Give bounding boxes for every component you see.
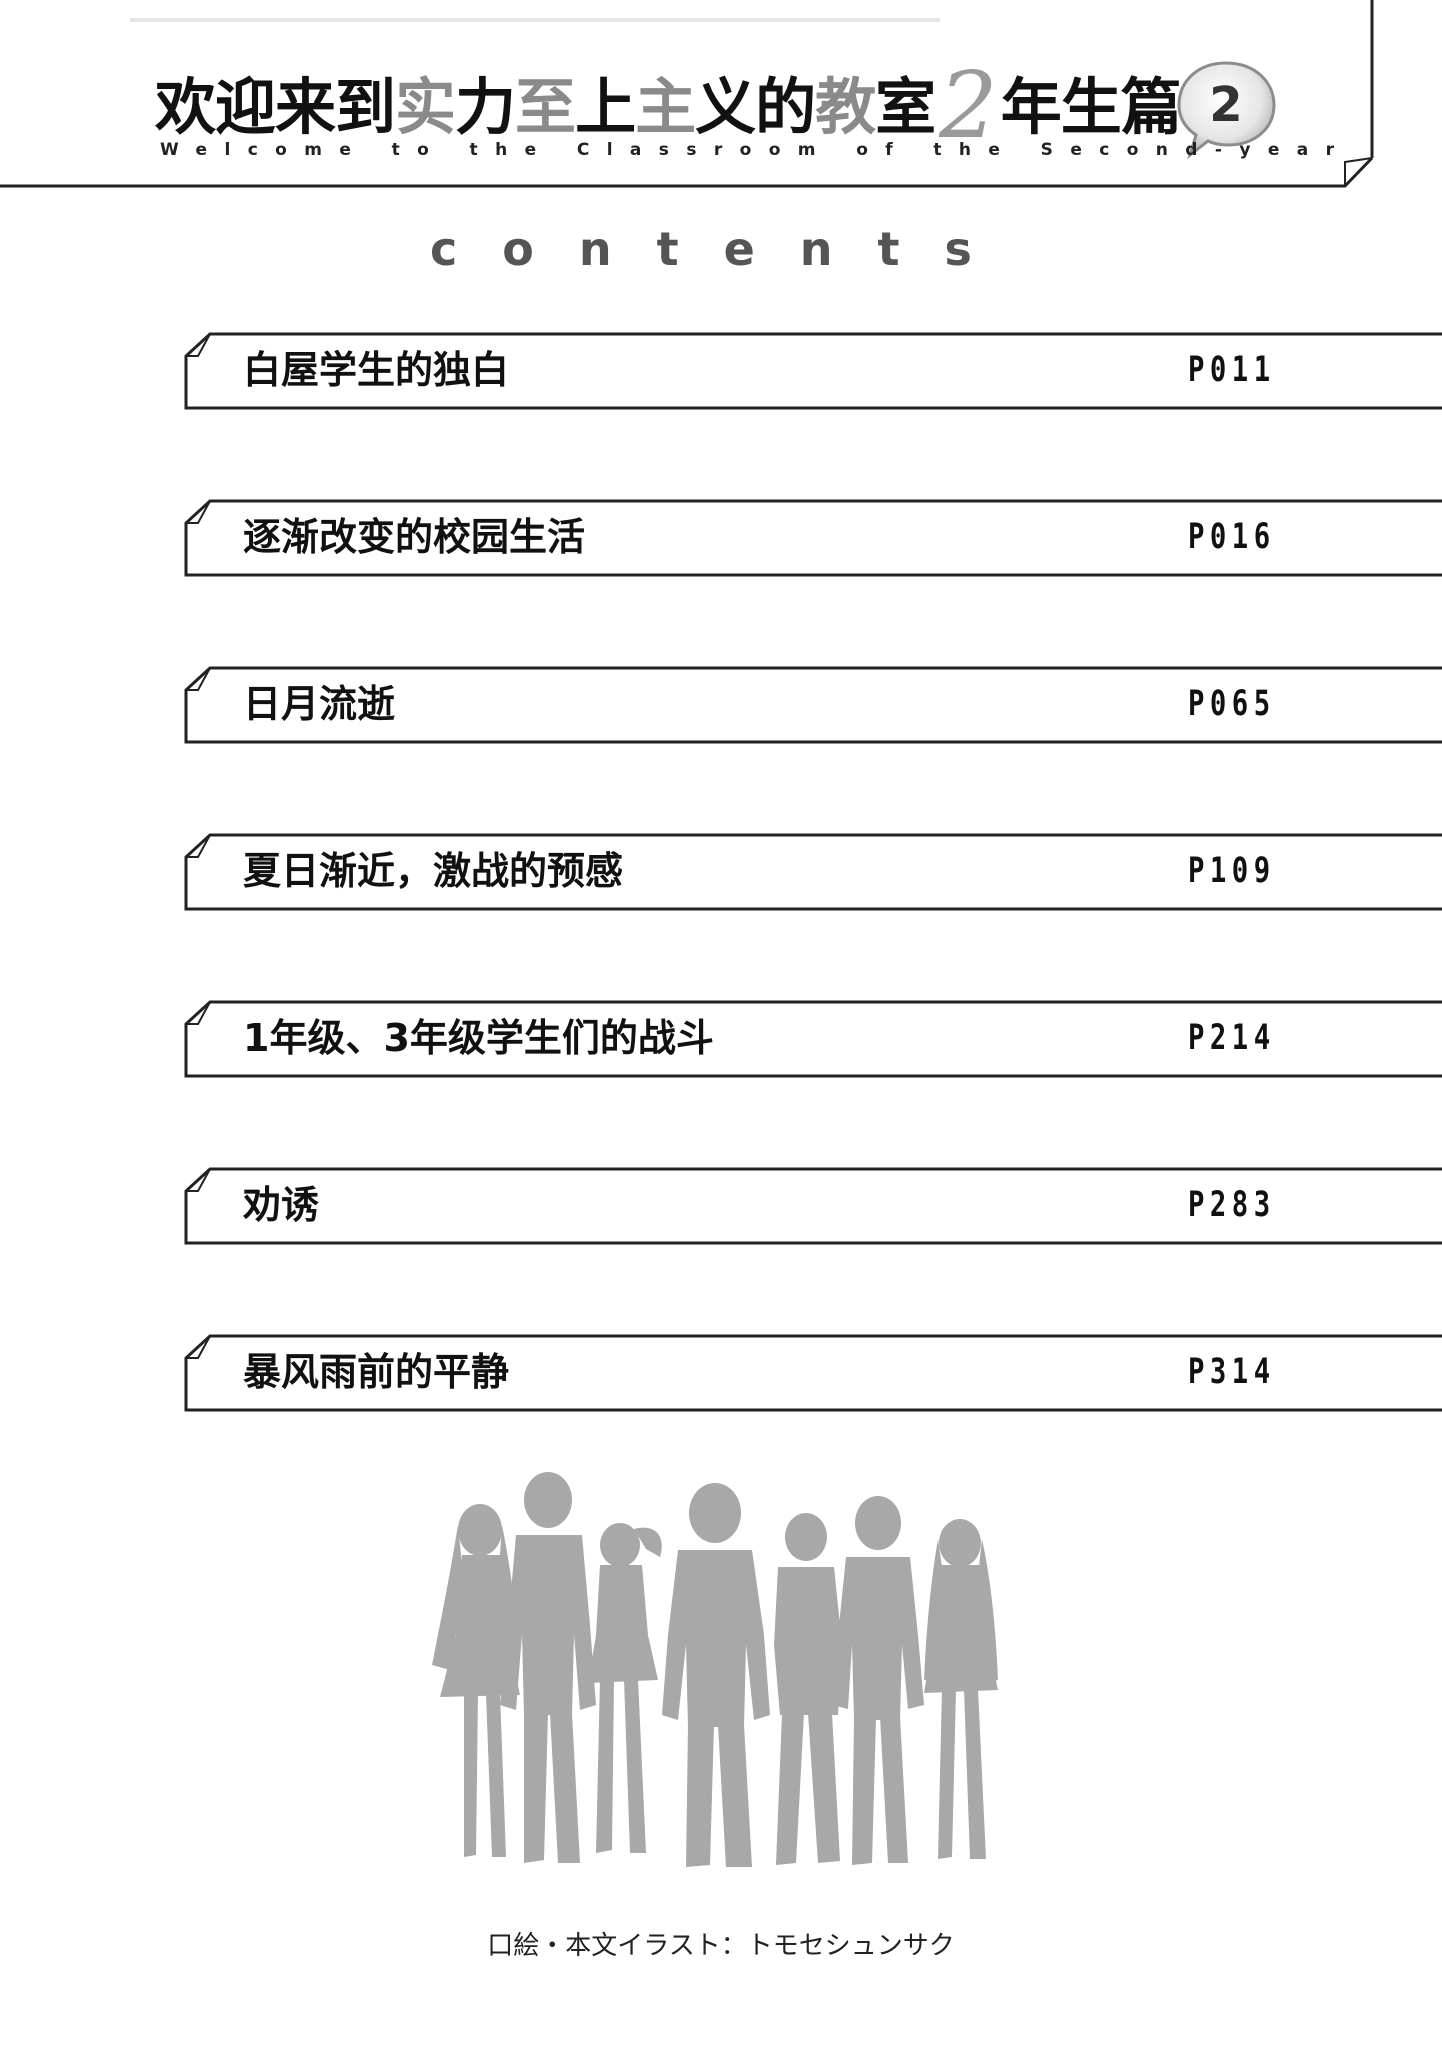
toc-frame [184,332,1442,410]
toc-frame [184,666,1442,744]
toc-entry[interactable]: 日月流逝 P065 [180,664,1442,744]
toc-entry[interactable]: 1年级、3年级学生们的战斗 P214 [180,998,1442,1078]
toc-title: 逐渐改变的校园生活 [243,515,586,559]
volume-number: 2 [1209,77,1243,133]
toc-frame [184,1000,1442,1078]
toc-title: 夏日渐近，激战的预感 [243,849,624,893]
silhouette-illustration [432,1472,998,1867]
title-segment: 教 [815,72,876,143]
volume-badge: 2 [1176,55,1294,160]
title-segment: 上 [575,72,636,143]
title-segment: 年生篇 [1000,72,1182,143]
header-border [0,0,1374,188]
toc-entry[interactable]: 劝诱 P283 [180,1165,1442,1245]
header-frame [0,0,1442,200]
toc-title: 白屋学生的独白 [243,348,510,392]
toc-page-number: P011 [1188,350,1276,390]
title-segment: 欢迎来到 [155,72,396,143]
toc-frame [184,499,1442,577]
contents-heading: contents [430,222,1017,276]
toc-page-number: P065 [1188,684,1276,724]
toc-page-number: P214 [1188,1018,1276,1058]
title-segment: 主 [635,72,696,143]
toc-page-number: P016 [1188,517,1276,557]
series-subtitle: Welcome to the Classroom of the Second-y… [160,140,1352,160]
title-segment: 室 [875,72,936,143]
toc-frame [184,1334,1442,1412]
toc-page-number: P283 [1188,1185,1276,1225]
toc-frame [184,833,1442,911]
toc-frame [184,1167,1442,1245]
title-segment: 实 [395,72,456,143]
toc-title: 劝诱 [243,1183,320,1227]
toc-title: 1年级、3年级学生们的战斗 [243,1016,714,1060]
toc-title: 暴风雨前的平静 [243,1350,510,1394]
title-segment: 至 [515,72,576,143]
toc-entry[interactable]: 白屋学生的独白 P011 [180,330,1442,410]
title-segment: 2 [939,52,998,159]
illustration-credit: 口絵・本文イラスト：トモセシュンサク [487,1931,955,1961]
student-group-silhouette [420,1465,1020,1875]
title-segment: 义的 [695,72,816,143]
toc-entry[interactable]: 逐渐改变的校园生活 P016 [180,497,1442,577]
toc-page-number: P109 [1188,851,1276,891]
toc-entry[interactable]: 暴风雨前的平静 P314 [180,1332,1442,1412]
toc-page-number: P314 [1188,1352,1276,1392]
toc-title: 日月流逝 [243,682,396,726]
toc-entry[interactable]: 夏日渐近，激战的预感 P109 [180,831,1442,911]
speech-bubble-icon [1177,61,1276,160]
title-segment: 力 [455,72,516,143]
